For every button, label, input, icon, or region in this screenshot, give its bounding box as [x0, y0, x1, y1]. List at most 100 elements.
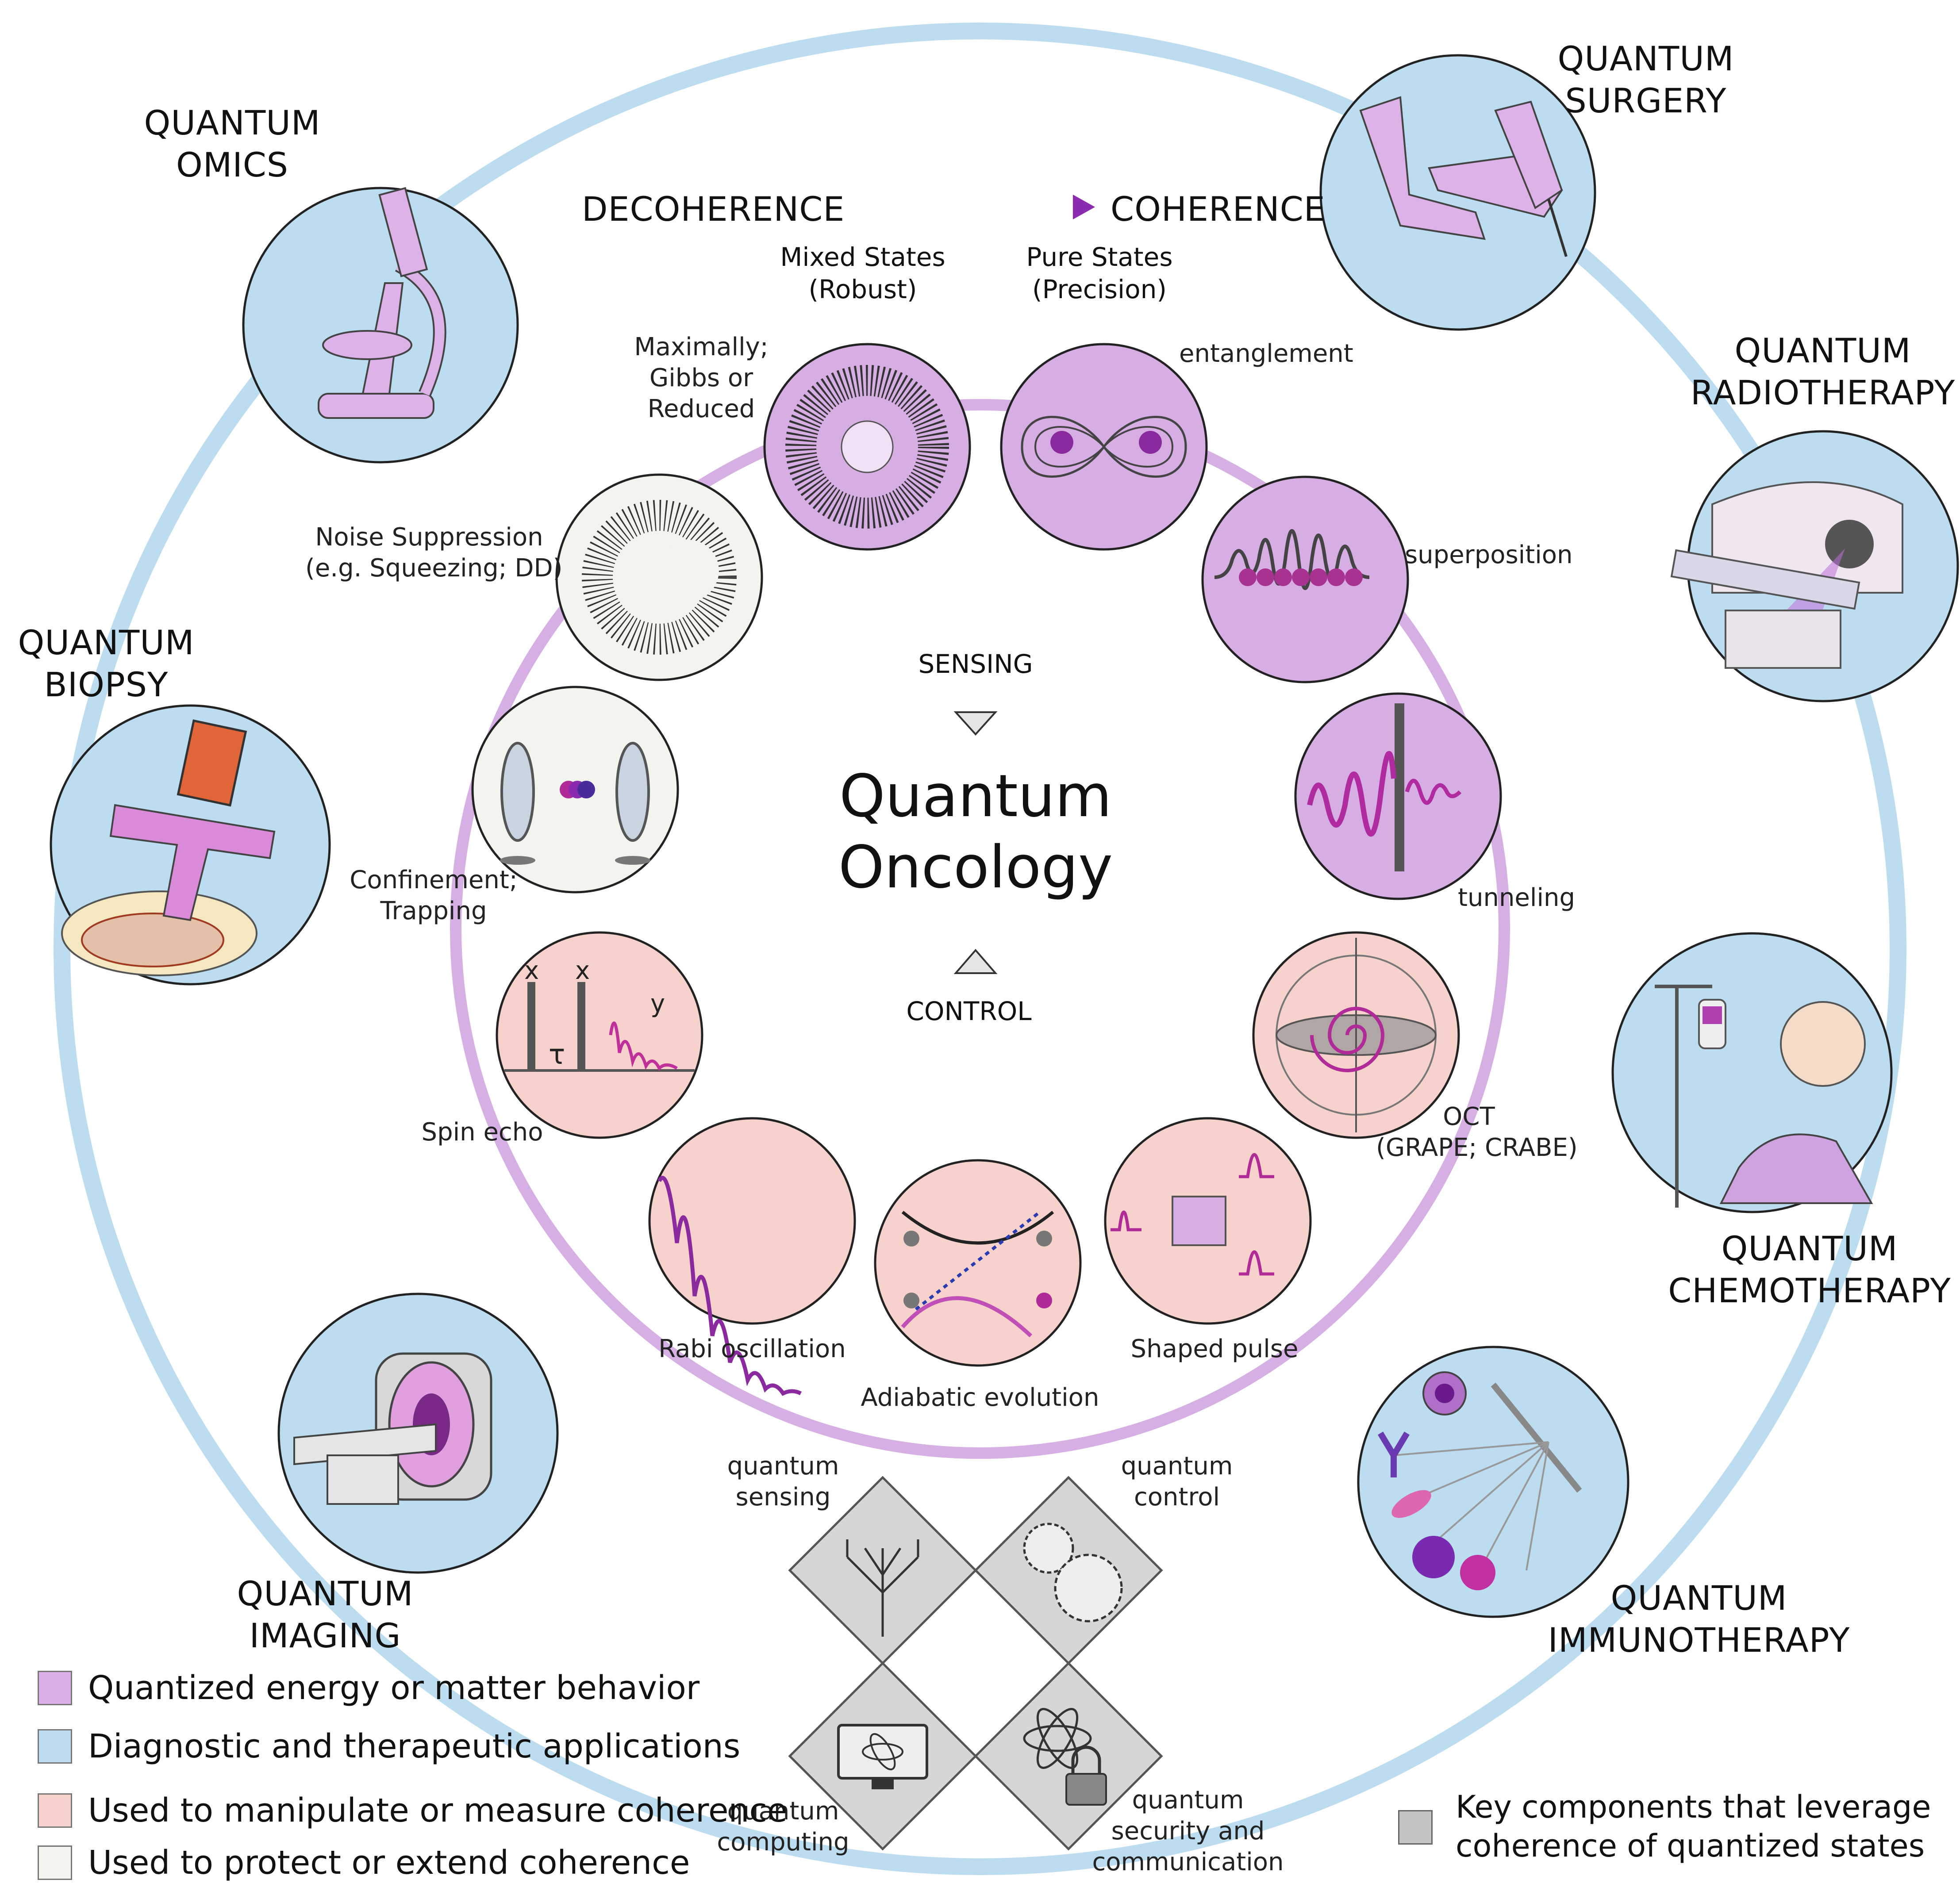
- legend-label-protect: Used to protect or extend coherence: [88, 1844, 690, 1882]
- mixed-states-line2: (Robust): [808, 274, 917, 304]
- legend-item-diagnostic: Diagnostic and therapeutic applications: [38, 1727, 740, 1765]
- surgery-line1: QUANTUM: [1557, 39, 1734, 78]
- spin-echo-x2: x: [575, 956, 590, 985]
- quantum-control-label: quantum control: [1111, 1451, 1243, 1513]
- omics-line2: OMICS: [176, 145, 289, 184]
- mixed-caption-line1: Maximally;: [634, 333, 769, 361]
- immunotherapy-line1: QUANTUM: [1610, 1578, 1787, 1618]
- superposition-icon: [1201, 476, 1409, 683]
- key-components-line1: Key components that leverage: [1456, 1789, 1931, 1825]
- oct-line2: (GRAPE; CRABE): [1376, 1133, 1578, 1162]
- confinement-line2: Trapping: [380, 897, 487, 925]
- noise-line2: (e.g. Squeezing; DD): [305, 554, 563, 583]
- computing-comp-line1: quantum: [727, 1797, 839, 1826]
- entanglement-icon: [1000, 343, 1208, 551]
- chemotherapy-line1: QUANTUM: [1721, 1229, 1898, 1268]
- noise-suppression-label: Noise Suppression (e.g. Squeezing; DD): [305, 522, 563, 584]
- biopsy-line1: QUANTUM: [18, 623, 195, 662]
- spin-echo-y: y: [650, 990, 665, 1018]
- imaging-line1: QUANTUM: [237, 1574, 414, 1613]
- quantum-chemotherapy-icon: [1611, 932, 1893, 1213]
- mixed-caption-line3: Reduced: [647, 395, 755, 423]
- quantum-surgery-icon: [1319, 54, 1596, 331]
- control-comp-line2: control: [1134, 1483, 1220, 1512]
- spin-echo-tau: τ: [549, 1038, 565, 1070]
- legend-item-quantized: Quantized energy or matter behavior: [38, 1669, 699, 1707]
- radiotherapy-line1: QUANTUM: [1734, 331, 1911, 370]
- mixed-states-label: Mixed States (Robust): [776, 241, 949, 305]
- quantum-sensing-label: quantum sensing: [717, 1451, 849, 1513]
- sensing-label: SENSING: [918, 649, 1033, 679]
- legend-label-diagnostic: Diagnostic and therapeutic applications: [88, 1727, 741, 1765]
- spin-echo-label: Spin echo: [421, 1118, 543, 1147]
- legend-swatch-purple: [38, 1671, 72, 1705]
- quantum-security-diamond-icon: [974, 1661, 1163, 1851]
- quantum-computing-diamond-icon: [788, 1661, 977, 1851]
- mixed-states-line1: Mixed States: [780, 242, 945, 272]
- sensing-comp-line2: sensing: [735, 1483, 831, 1512]
- mixed-caption-line2: Gibbs or: [649, 364, 753, 392]
- rabi-oscillation-label: Rabi oscillation: [658, 1335, 846, 1363]
- superposition-label: superposition: [1405, 541, 1573, 569]
- noise-suppression-icon: [555, 473, 763, 681]
- legend-swatch-white: [38, 1845, 72, 1880]
- surgery-line2: SURGERY: [1565, 81, 1727, 120]
- confinement-label: Confinement; Trapping: [347, 865, 520, 927]
- immunotherapy-line2: IMMUNOTHERAPY: [1548, 1620, 1850, 1660]
- control-comp-line1: quantum: [1121, 1452, 1233, 1481]
- legend-swatch-blue: [38, 1729, 72, 1764]
- pure-states-line1: Pure States: [1026, 242, 1173, 272]
- control-triangle-icon: [953, 948, 998, 974]
- security-comp-line3: communication: [1092, 1848, 1284, 1876]
- inner-ring: [450, 399, 1510, 1459]
- pure-states-line2: (Precision): [1032, 274, 1167, 304]
- title-line2: Oncology: [838, 833, 1113, 902]
- quantum-immunotherapy-label: QUANTUM IMMUNOTHERAPY: [1540, 1577, 1858, 1661]
- biopsy-line2: BIOPSY: [44, 665, 169, 704]
- key-components-label: Key components that leverage coherence o…: [1456, 1788, 1931, 1865]
- legend-label-manipulate: Used to manipulate or measure coherence: [88, 1792, 788, 1830]
- mixed-states-caption: Maximally; Gibbs or Reduced: [628, 332, 774, 425]
- quantum-surgery-label: QUANTUM SURGERY: [1546, 38, 1745, 122]
- legend-item-protect: Used to protect or extend coherence: [38, 1844, 690, 1882]
- spin-echo-x1: x: [524, 956, 539, 985]
- coherence-arrow: [816, 195, 1095, 219]
- quantum-radiotherapy-icon: [1670, 430, 1959, 702]
- rabi-oscillation-icon: [648, 1117, 856, 1396]
- title-line1: Quantum: [839, 762, 1112, 830]
- sensing-comp-line1: quantum: [727, 1452, 839, 1481]
- tunneling-icon: [1294, 692, 1502, 900]
- page-title: Quantum Oncology: [776, 761, 1175, 903]
- confinement-trap-icon: [471, 686, 679, 894]
- quantum-chemotherapy-label: QUANTUM CHEMOTHERAPY: [1668, 1228, 1951, 1312]
- computing-comp-line2: computing: [717, 1828, 849, 1857]
- oct-bloch-sphere-icon: [1252, 931, 1460, 1139]
- quantum-security-label: quantum security and communication: [1080, 1785, 1296, 1878]
- quantum-omics-label: QUANTUM OMICS: [133, 102, 332, 186]
- noise-line1: Noise Suppression: [315, 523, 543, 552]
- shaped-pulse-icon: [1104, 1117, 1312, 1325]
- security-comp-line1: quantum: [1132, 1786, 1244, 1815]
- mixed-states-icon: [763, 343, 971, 551]
- legend-label-quantized: Quantized energy or matter behavior: [88, 1669, 700, 1707]
- quantum-immunotherapy-icon: [1357, 1346, 1629, 1618]
- adiabatic-evolution-icon: [874, 1159, 1082, 1367]
- decoherence-label: DECOHERENCE: [582, 189, 845, 229]
- security-comp-line2: security and: [1111, 1817, 1265, 1845]
- quantum-imaging-label: QUANTUM IMAGING: [226, 1573, 425, 1657]
- sensing-triangle-icon: [953, 711, 998, 736]
- chemotherapy-line2: CHEMOTHERAPY: [1668, 1271, 1951, 1310]
- legend-swatch-grey: [1398, 1810, 1433, 1845]
- coherence-label: COHERENCE: [1111, 189, 1326, 229]
- quantum-control-diamond-icon: [974, 1476, 1163, 1665]
- legend-swatch-pink: [38, 1793, 72, 1828]
- key-components-line2: coherence of quantized states: [1456, 1827, 1925, 1864]
- tunneling-label: tunneling: [1458, 883, 1576, 912]
- radiotherapy-line2: RADIOTHERAPY: [1690, 373, 1956, 412]
- omics-line1: QUANTUM: [144, 103, 321, 142]
- oct-label: OCT (GRAPE; CRABE): [1376, 1101, 1578, 1163]
- quantum-sensing-diamond-icon: [788, 1476, 977, 1665]
- quantum-imaging-icon: [277, 1293, 559, 1574]
- adiabatic-evolution-label: Adiabatic evolution: [861, 1383, 1099, 1412]
